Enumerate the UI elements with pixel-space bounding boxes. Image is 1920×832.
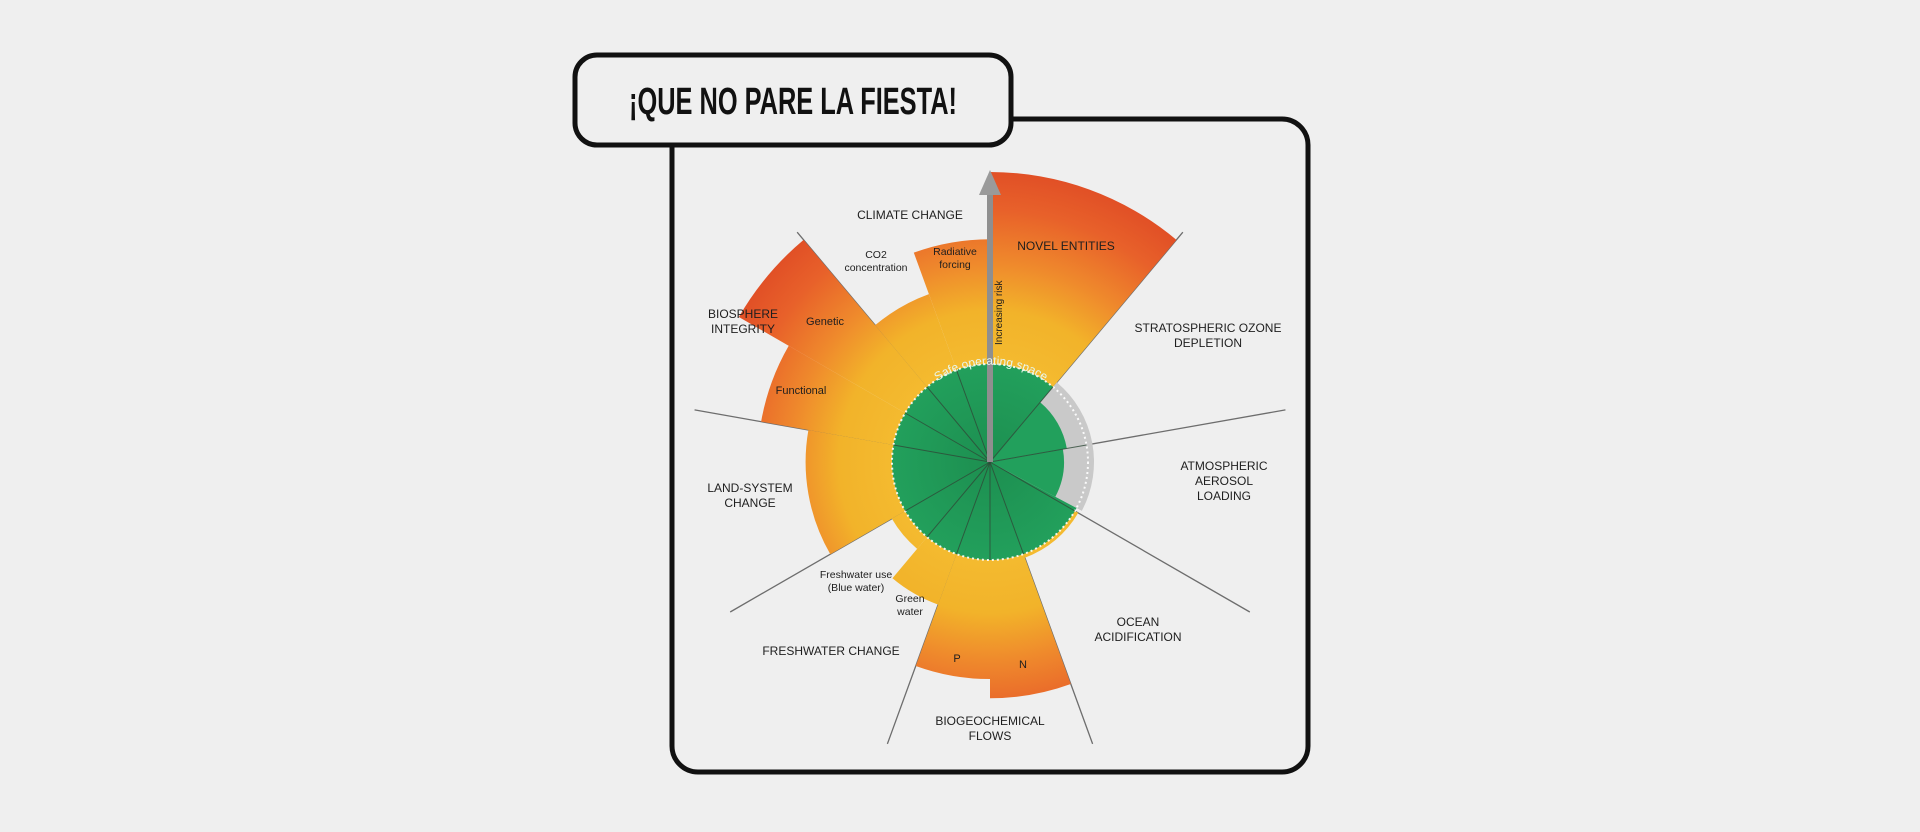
title-box — [572, 52, 1014, 148]
boundary-labels: CLIMATE CHANGE NOVEL ENTITIES STRATOSPHERI… — [707, 208, 1281, 743]
safe-operating-space — [891, 363, 1094, 561]
inner-divider — [989, 444, 1087, 463]
wedge-freshwater-blue — [891, 509, 930, 549]
label-freshwater-change: FRESHWATER CHANGE — [762, 644, 899, 658]
inner-divider — [904, 412, 991, 463]
label-climate-change: CLIMATE CHANGE — [857, 208, 963, 222]
sublabel-functional: Functional — [776, 385, 827, 397]
inner-divider — [956, 369, 991, 463]
wedge-land-system-change — [805, 429, 909, 555]
safe-zone-disc — [892, 363, 1077, 560]
risk-label: Increasing risk — [994, 280, 1005, 345]
wedge-biosphere-functional — [761, 345, 909, 446]
safe-zone-aerosol — [990, 449, 1064, 497]
wedge-biogeochemical-p — [915, 550, 990, 680]
inner-dividers — [893, 364, 1087, 560]
wedge-novel-entities — [990, 172, 1177, 390]
wedge-freshwater-green — [892, 534, 958, 605]
inner-divider — [926, 461, 991, 538]
safe-zone-ozone — [990, 402, 1067, 462]
inner-divider — [989, 386, 1054, 463]
sublabel-freshwater-blue: Freshwater use(Blue water) — [820, 569, 893, 594]
sublabel-nitrogen: N — [1019, 659, 1027, 671]
risk-arrow: Increasing risk — [979, 170, 1005, 462]
wedge-climate-radiative — [913, 239, 990, 374]
boundary-wedges — [738, 172, 1177, 699]
inner-divider — [904, 461, 991, 512]
label-novel-entities: NOVEL ENTITIES — [1017, 239, 1115, 253]
inner-divider — [893, 444, 991, 463]
inner-divider — [926, 386, 991, 463]
inner-divider — [989, 461, 1024, 555]
wedge-biogeochemical-n — [990, 550, 1071, 699]
inner-divider — [956, 461, 991, 555]
inner-divider — [989, 461, 1076, 512]
sublabel-genetic: Genetic — [806, 316, 844, 328]
sublabel-phosphorus: P — [953, 653, 960, 665]
wedge-biosphere-genetic — [738, 239, 930, 415]
wedge-climate-co2 — [875, 294, 958, 390]
page-title: ¡QUE NO PARE LA FIESTA! — [629, 81, 957, 123]
